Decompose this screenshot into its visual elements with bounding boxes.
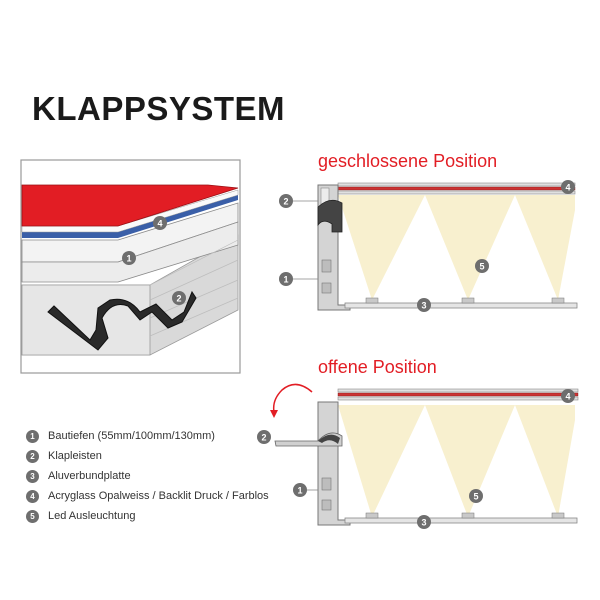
- open-position-label: offene Position: [318, 357, 437, 377]
- legend-item: 3 Aluverbundplatte: [26, 466, 269, 486]
- marker-5-open: 5: [469, 489, 483, 503]
- svg-text:5: 5: [473, 492, 478, 502]
- legend-text: Klapleisten: [48, 450, 102, 462]
- marker-3-open: 3: [417, 515, 431, 529]
- svg-text:1: 1: [126, 254, 131, 264]
- legend-item: 2 Klapleisten: [26, 446, 269, 466]
- legend-number-badge: 1: [26, 429, 39, 443]
- svg-text:1: 1: [297, 486, 302, 496]
- svg-text:4: 4: [565, 392, 570, 402]
- svg-text:2: 2: [283, 197, 288, 207]
- svg-text:4: 4: [157, 219, 162, 229]
- legend-text: Led Ausleuchtung: [48, 510, 136, 522]
- closed-position-label: geschlossene Position: [318, 151, 498, 171]
- marker-1-closed: 1: [279, 272, 293, 286]
- legend-item: 4 Acryglass Opalweiss / Backlit Druck / …: [26, 486, 269, 506]
- svg-text:2: 2: [261, 433, 266, 443]
- legend-number-badge: 5: [26, 509, 39, 523]
- svg-text:1: 1: [283, 275, 288, 285]
- legend-item: 1 Bautiefen (55mm/100mm/130mm): [26, 426, 269, 446]
- page-title: KLAPPSYSTEM: [32, 90, 286, 127]
- marker-2-open: 2: [257, 430, 271, 444]
- legend: 1 Bautiefen (55mm/100mm/130mm) 2 Klaplei…: [26, 426, 269, 526]
- legend-text: Acryglass Opalweiss / Backlit Druck / Fa…: [48, 490, 269, 502]
- marker-4-closed: 4: [561, 180, 575, 194]
- marker-3-closed: 3: [417, 298, 431, 312]
- legend-text: Bautiefen (55mm/100mm/130mm): [48, 430, 215, 442]
- svg-text:4: 4: [565, 183, 570, 193]
- svg-text:5: 5: [479, 262, 484, 272]
- marker-2-closed: 2: [279, 194, 293, 208]
- marker-2-illustration: 2: [172, 291, 186, 305]
- marker-4-open: 4: [561, 389, 575, 403]
- legend-number-badge: 3: [26, 469, 39, 483]
- legend-item: 5 Led Ausleuchtung: [26, 506, 269, 526]
- marker-1-open: 1: [293, 483, 307, 497]
- svg-text:3: 3: [421, 301, 426, 311]
- legend-text: Aluverbundplatte: [48, 470, 131, 482]
- svg-text:2: 2: [176, 294, 181, 304]
- legend-number-badge: 2: [26, 449, 39, 463]
- svg-text:3: 3: [421, 518, 426, 528]
- marker-1-illustration: 1: [122, 251, 136, 265]
- marker-5-closed: 5: [475, 259, 489, 273]
- legend-number-badge: 4: [26, 489, 39, 503]
- marker-4-illustration: 4: [153, 216, 167, 230]
